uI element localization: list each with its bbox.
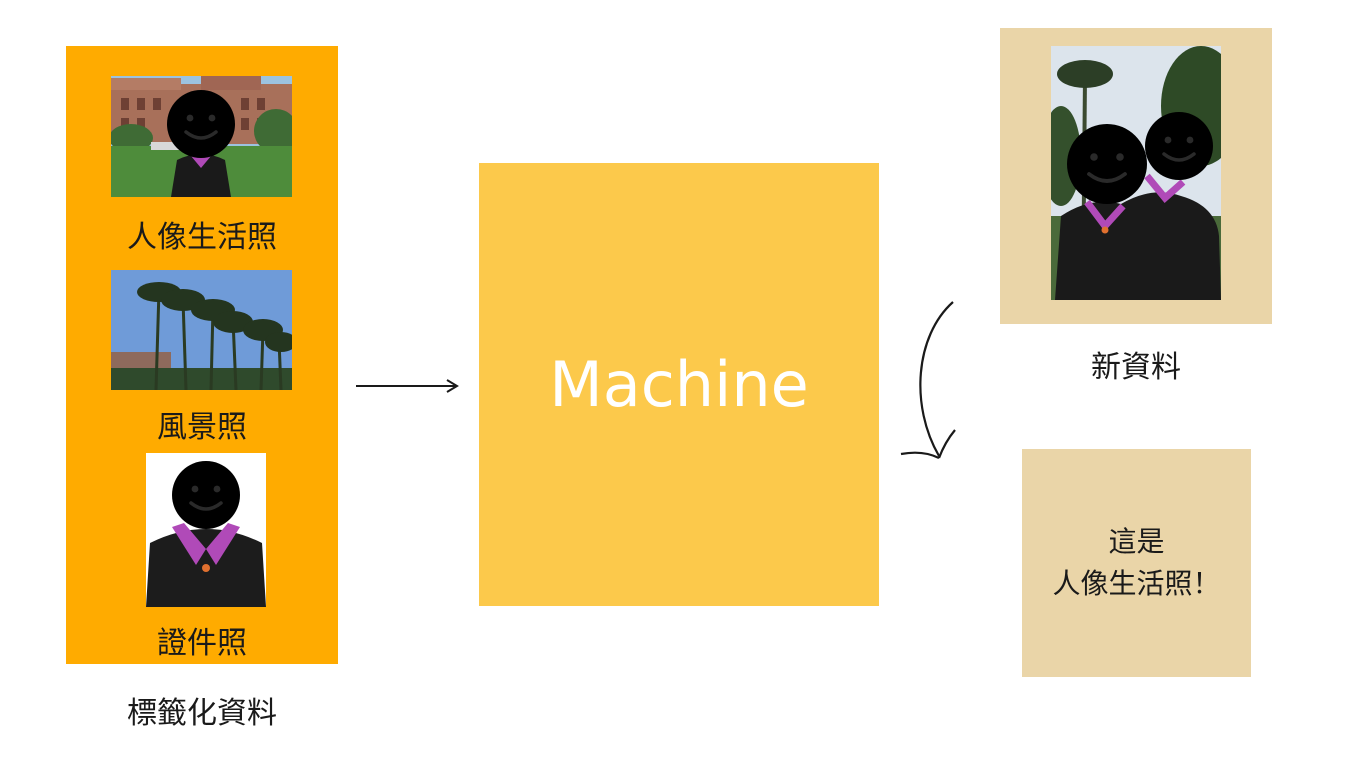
prediction-line-1: 這是: [1108, 525, 1165, 558]
new-data-caption: 新資料: [1091, 350, 1181, 385]
label-lifestyle-portrait: 人像生活照: [127, 220, 277, 255]
two-graduates-photo: [1051, 46, 1221, 300]
smiley-icon: [1145, 112, 1213, 180]
portrait-lifestyle-photo: [111, 76, 292, 197]
arrow-right-icon: [356, 379, 459, 393]
labeled-data-caption: 標籤化資料: [127, 696, 277, 731]
label-id-photo: 證件照: [157, 626, 247, 661]
prediction-text: 這是 人像生活照！: [1022, 449, 1251, 677]
prediction-line-2: 人像生活照！: [1052, 567, 1221, 600]
prediction-panel: 這是 人像生活照！: [1022, 449, 1251, 677]
machine-box: Machine: [479, 163, 879, 606]
smiley-icon: [167, 90, 235, 158]
labeled-data-panel: 人像生活照 風景照: [66, 46, 338, 664]
id-photo-graduation-gown: [146, 453, 266, 607]
label-landscape: 風景照: [157, 410, 247, 445]
smiley-icon: [172, 461, 240, 529]
machine-label: Machine: [549, 348, 809, 421]
landscape-palm-trees-photo: [111, 270, 292, 390]
new-data-panel: [1000, 28, 1272, 324]
smiley-icon: [1067, 124, 1147, 204]
curved-arrow-icon: [900, 301, 956, 459]
